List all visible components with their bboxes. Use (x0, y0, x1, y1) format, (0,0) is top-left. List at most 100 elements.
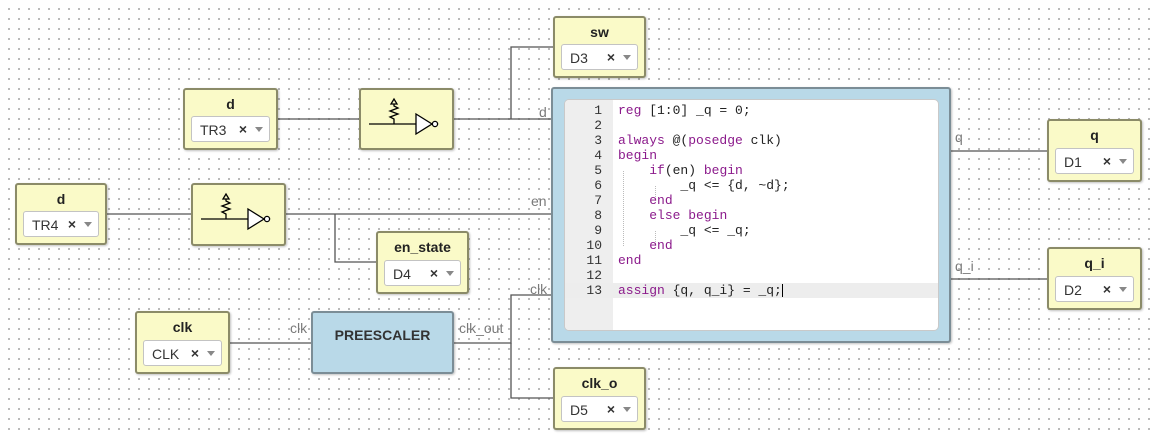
clear-icon[interactable]: × (190, 345, 199, 361)
d-tr4-pin-select[interactable]: TR4 × (23, 211, 99, 237)
block-clk-title: clk (172, 319, 193, 335)
clear-icon[interactable]: × (67, 216, 76, 232)
line-number: 11 (586, 253, 602, 268)
schmitt-inverter-icon (201, 192, 271, 231)
prescaler-input-label: clk (290, 320, 308, 336)
sw-pin-value: D3 (570, 50, 588, 66)
code-line[interactable]: 4 begin (565, 148, 938, 163)
q-i-pin-value: D2 (1064, 282, 1082, 298)
code-text: _q <= {d, ~d}; (618, 178, 790, 193)
code-text: end (649, 238, 673, 253)
line-number: 4 (594, 148, 602, 163)
clk-pin-value: CLK (152, 346, 180, 362)
code-text: end (649, 193, 673, 208)
line-number: 5 (594, 163, 602, 178)
block-q-i-title: q_i (1084, 255, 1105, 271)
code-line[interactable]: 9 _q <= _q; (565, 223, 938, 238)
line-number: 6 (594, 178, 602, 193)
code-text: else begin (649, 208, 728, 223)
code-input-en-label: en (531, 193, 547, 209)
code-text: _q <= _q; (618, 223, 751, 238)
clear-icon[interactable]: × (429, 265, 438, 281)
wire-to-sw (510, 46, 553, 119)
line-number: 10 (586, 238, 602, 253)
wire-to-en-state (334, 214, 376, 263)
code-line[interactable]: 7 end (565, 193, 938, 208)
text-cursor (781, 284, 783, 298)
chevron-down-icon[interactable] (1119, 287, 1127, 292)
code-output-q-label: q (955, 129, 963, 145)
q-pin-select[interactable]: D1 × (1055, 148, 1134, 174)
line-number: 12 (586, 268, 602, 283)
code-text: assign {q, q_i} = _q; (618, 283, 783, 298)
code-line[interactable]: 12 (565, 268, 938, 283)
chevron-down-icon[interactable] (1119, 159, 1127, 164)
chevron-down-icon[interactable] (84, 222, 92, 227)
block-d-tr3[interactable]: d TR3 × (183, 88, 278, 150)
code-text: always @(posedge clk) (618, 133, 782, 148)
prescaler-module[interactable]: PREESCALER (311, 311, 454, 374)
clk-o-pin-select[interactable]: D5 × (561, 396, 638, 422)
chevron-down-icon[interactable] (623, 407, 631, 412)
code-line[interactable]: 8 else begin (565, 208, 938, 223)
en-state-pin-select[interactable]: D4 × (384, 260, 461, 286)
prescaler-title: PREESCALER (334, 327, 431, 343)
code-text: end (618, 253, 642, 268)
chevron-down-icon[interactable] (207, 351, 215, 356)
line-number: 8 (594, 208, 602, 223)
clear-icon[interactable]: × (606, 401, 615, 417)
gate-inverter-2[interactable] (191, 183, 286, 246)
code-line[interactable]: 10 end (565, 238, 938, 253)
block-q[interactable]: q D1 × (1047, 119, 1142, 182)
block-q-title: q (1090, 127, 1099, 143)
block-d-tr3-title: d (226, 96, 235, 112)
block-en-state[interactable]: en_state D4 × (376, 231, 469, 294)
code-line[interactable]: 6 _q <= {d, ~d}; (565, 178, 938, 193)
block-clk[interactable]: clk CLK × (135, 311, 230, 374)
wire-to-clk-o (510, 343, 553, 399)
block-clk-o[interactable]: clk_o D5 × (553, 367, 646, 430)
d-tr3-pin-select[interactable]: TR3 × (191, 116, 270, 142)
code-line[interactable]: 5 if(en) begin (565, 163, 938, 178)
code-text: reg [1:0] _q = 0; (618, 103, 751, 118)
chevron-down-icon[interactable] (623, 55, 631, 60)
code-text: begin (618, 148, 658, 163)
indent-guide (623, 171, 624, 246)
block-q-i[interactable]: q_i D2 × (1047, 247, 1142, 310)
gate-inverter-1[interactable] (359, 88, 454, 150)
code-line[interactable]: 11 end (565, 253, 938, 268)
line-number: 7 (594, 193, 602, 208)
code-line[interactable]: 13 assign {q, q_i} = _q; (565, 283, 938, 298)
clk-o-pin-value: D5 (570, 402, 588, 418)
code-input-clk-label: clk (530, 281, 548, 297)
clear-icon[interactable]: × (606, 49, 615, 65)
chevron-down-icon[interactable] (255, 127, 263, 132)
block-d-tr4[interactable]: d TR4 × (15, 183, 107, 245)
d-tr4-pin-value: TR4 (32, 217, 59, 233)
q-pin-value: D1 (1064, 154, 1082, 170)
code-output-q-i-label: q_i (955, 258, 974, 274)
d-tr3-pin-value: TR3 (200, 122, 227, 138)
clear-icon[interactable]: × (1102, 281, 1111, 297)
block-en-state-title: en_state (394, 239, 451, 255)
sw-pin-select[interactable]: D3 × (561, 44, 638, 70)
clear-icon[interactable]: × (238, 121, 247, 137)
block-d-tr4-title: d (56, 191, 66, 207)
prescaler-output-label: clk_out (459, 320, 504, 336)
schmitt-inverter-icon (369, 97, 439, 136)
code-input-d-label: d (539, 104, 547, 120)
code-line[interactable]: 2 (565, 118, 938, 133)
q-i-pin-select[interactable]: D2 × (1055, 276, 1134, 302)
clk-pin-select[interactable]: CLK × (143, 340, 222, 366)
clear-icon[interactable]: × (1102, 153, 1111, 169)
line-number: 2 (594, 118, 602, 133)
en-state-pin-value: D4 (393, 266, 411, 282)
chevron-down-icon[interactable] (446, 271, 454, 276)
line-number: 13 (586, 283, 602, 298)
block-sw[interactable]: sw D3 × (553, 16, 646, 78)
